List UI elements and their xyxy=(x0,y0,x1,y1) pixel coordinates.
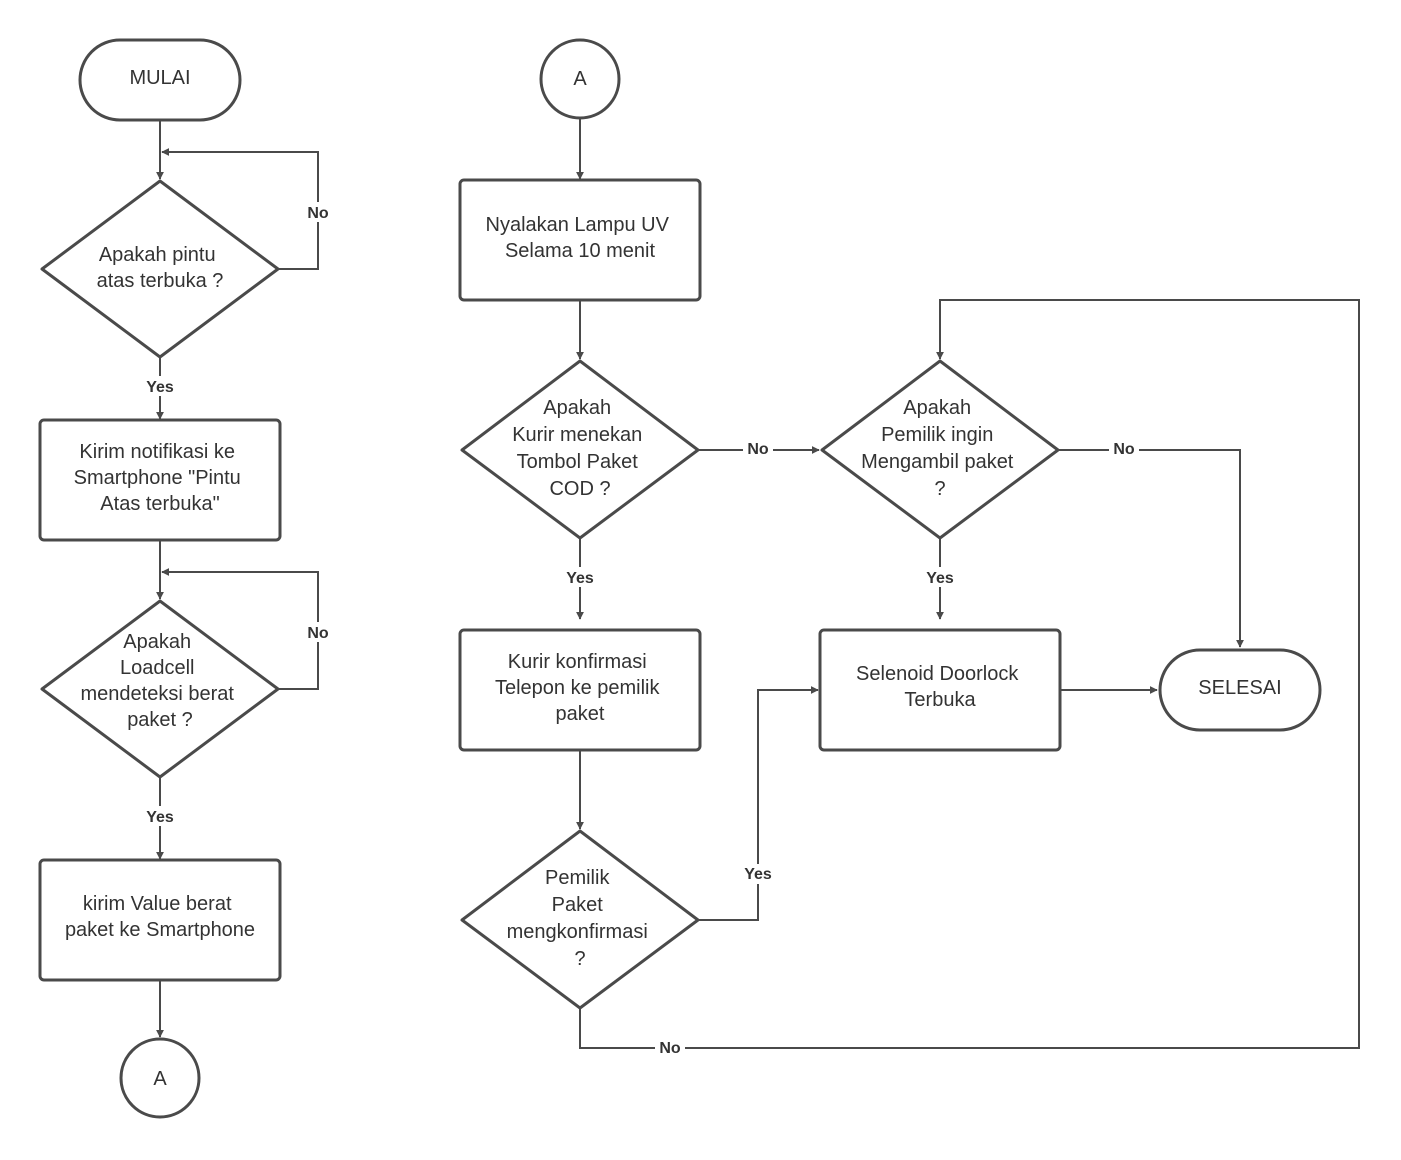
label-ambil-yes: Yes xyxy=(926,570,954,587)
text-line: atas terbuka ? xyxy=(97,270,224,292)
node-mulai-text: MULAI xyxy=(129,67,190,89)
label-konfirmasi-yes: Yes xyxy=(744,866,772,883)
node-connector-a-bottom-text: A xyxy=(153,1068,167,1090)
label-loadcell-yes: Yes xyxy=(146,809,174,826)
text-line: Kurir menekan xyxy=(512,424,642,446)
text-line: Telepon ke pemilik xyxy=(495,677,661,699)
node-process-lampu-text: Nyalakan Lampu UV Selama 10 menit xyxy=(486,214,675,262)
text-line: paket ? xyxy=(127,709,193,731)
text-line: ? xyxy=(574,948,585,970)
node-process-selenoid-text: Selenoid Doorlock Terbuka xyxy=(856,663,1024,711)
node-process-kurir-konfirmasi: Kurir konfirmasi Telepon ke pemilik pake… xyxy=(458,628,702,752)
label-kurir-no: No xyxy=(747,441,769,458)
label-konfirmasi-no: No xyxy=(659,1040,681,1057)
text-line: Kirim notifikasi ke xyxy=(79,441,235,463)
label-ambil-no: No xyxy=(1113,441,1135,458)
text-line: Smartphone "Pintu xyxy=(74,467,241,489)
text-line: mendeteksi berat xyxy=(81,683,235,705)
node-connector-a-top: A xyxy=(539,38,621,120)
node-process-notif-text: Kirim notifikasi ke Smartphone "Pintu At… xyxy=(74,441,247,515)
edge-konfirmasi-no xyxy=(579,299,1360,1049)
text-line: ? xyxy=(934,478,945,500)
node-decision-pemilik-konfirmasi: Pemilik Paket mengkonfirmasi ? xyxy=(460,829,700,1010)
node-mulai: MULAI xyxy=(78,38,242,122)
label-kurir-yes: Yes xyxy=(566,570,594,587)
node-decision-pintu: Apakah pintu atas terbuka ? xyxy=(40,179,280,359)
node-decision-pemilik-konfirmasi-text: Pemilik Paket mengkonfirmasi ? xyxy=(507,867,654,970)
text-line: Apakah pintu xyxy=(99,244,216,266)
node-decision-kurir-text: Apakah Kurir menekan Tombol Paket COD ? xyxy=(512,397,648,500)
node-process-notif: Kirim notifikasi ke Smartphone "Pintu At… xyxy=(38,418,282,542)
text-line: Pemilik xyxy=(545,867,610,889)
text-line: Apakah xyxy=(903,397,971,419)
label-pintu-yes: Yes xyxy=(146,379,174,396)
text-line: Loadcell xyxy=(120,657,195,679)
node-decision-loadcell-text: Apakah Loadcell mendeteksi berat paket ? xyxy=(81,631,240,731)
text-line: Selenoid Doorlock xyxy=(856,663,1019,685)
node-selesai: SELESAI xyxy=(1158,648,1322,732)
text-line: COD ? xyxy=(549,478,610,500)
text-line: kirim Value berat xyxy=(83,893,232,915)
edge-konfirmasi-yes xyxy=(697,686,819,921)
node-decision-pintu-text: Apakah pintu atas terbuka ? xyxy=(97,244,224,292)
text-line: Selama 10 menit xyxy=(505,240,656,262)
node-process-selenoid: Selenoid Doorlock Terbuka xyxy=(818,628,1062,752)
node-connector-a-bottom: A xyxy=(119,1037,201,1119)
node-process-kirim-value-text: kirim Value berat paket ke Smartphone xyxy=(65,893,255,941)
text-line: Apakah xyxy=(123,631,191,653)
node-process-kirim-value: kirim Value berat paket ke Smartphone xyxy=(38,858,282,982)
text-line: Apakah xyxy=(543,397,611,419)
text-line: Terbuka xyxy=(904,689,976,711)
label-pintu-no: No xyxy=(307,205,329,222)
text-line: Tombol Paket xyxy=(517,451,639,473)
text-line: Kurir konfirmasi xyxy=(508,651,647,673)
node-process-kurir-konfirmasi-text: Kurir konfirmasi Telepon ke pemilik pake… xyxy=(495,651,665,725)
node-decision-pemilik-ambil: Apakah Pemilik ingin Mengambil paket ? xyxy=(820,359,1060,540)
node-connector-a-top-text: A xyxy=(573,68,587,90)
text-line: Paket xyxy=(552,894,604,916)
text-line: paket xyxy=(556,703,605,725)
edge-ambil-no xyxy=(1057,449,1244,648)
text-line: mengkonfirmasi xyxy=(507,921,648,943)
text-line: Nyalakan Lampu UV xyxy=(486,214,670,236)
text-line: paket ke Smartphone xyxy=(65,919,255,941)
node-selesai-text: SELESAI xyxy=(1198,677,1281,699)
connectors xyxy=(156,118,1360,1049)
node-process-lampu: Nyalakan Lampu UV Selama 10 menit xyxy=(458,178,702,302)
text-line: Atas terbuka" xyxy=(100,493,219,515)
label-loadcell-no: No xyxy=(307,625,329,642)
text-line: Mengambil paket xyxy=(861,451,1014,473)
node-decision-loadcell: Apakah Loadcell mendeteksi berat paket ? xyxy=(40,599,280,779)
edge-labels: No Yes No Yes No Yes No Yes Yes No xyxy=(142,202,1139,1058)
node-decision-pemilik-ambil-text: Apakah Pemilik ingin Mengambil paket ? xyxy=(861,397,1019,500)
node-decision-kurir: Apakah Kurir menekan Tombol Paket COD ? xyxy=(460,359,700,540)
text-line: Pemilik ingin xyxy=(881,424,993,446)
